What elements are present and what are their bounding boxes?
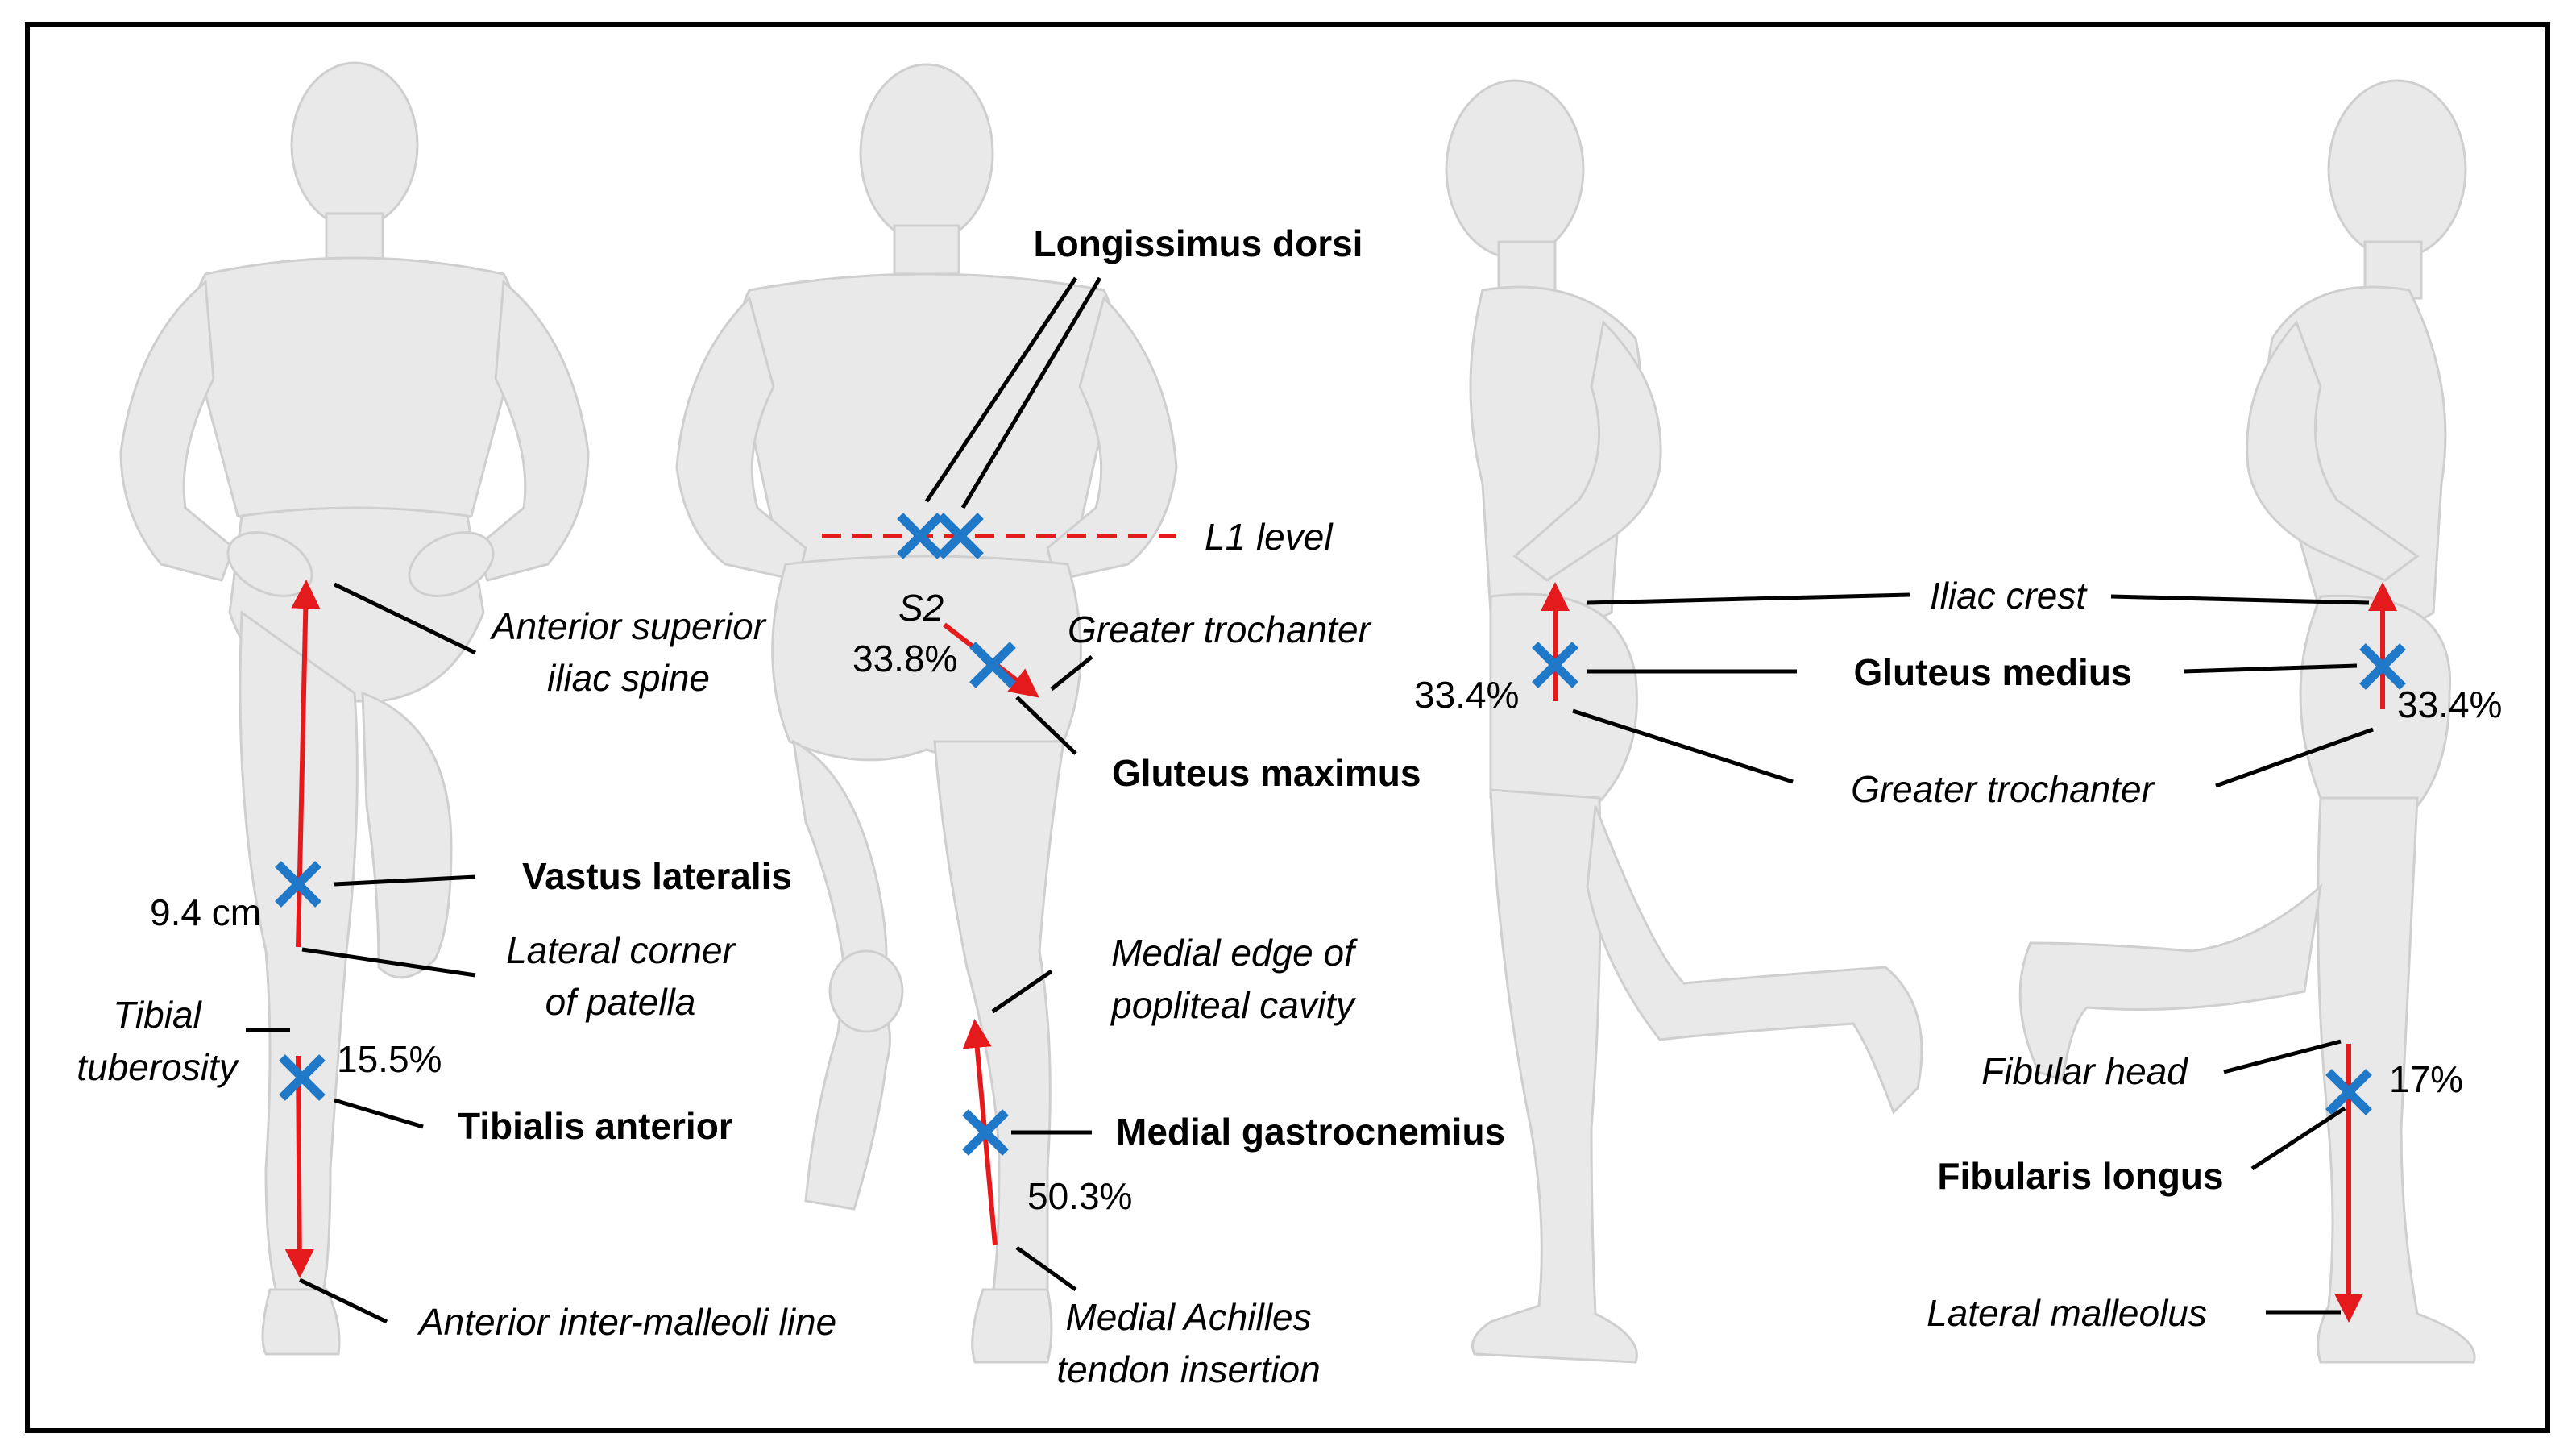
malleoli-leader [298, 1277, 388, 1324]
gmed-right-leader [2183, 663, 2358, 674]
gmed-left-percent-label: 33.4% [1414, 674, 1519, 716]
longissimus-marker-left [897, 513, 944, 559]
fibularis-longus-label: Fibularis longus [1937, 1155, 2223, 1197]
longissimus-marker-right [937, 513, 984, 559]
tibialis-anterior-label: Tibialis anterior [458, 1105, 733, 1147]
figure-side-view-right [2018, 79, 2476, 1364]
figure-back-view [675, 63, 1178, 1364]
vl-distance-label: 9.4 cm [150, 891, 261, 933]
iliac-crest-right-leader [2110, 594, 2370, 605]
ta-measure-arrow [284, 1055, 314, 1278]
vastus-lateralis-label: Vastus lateralis [522, 855, 792, 897]
figure-front-view [119, 61, 590, 1356]
medial-gastrocnemius-marker [962, 1109, 1009, 1156]
achilles-label-line2: tendon insertion [1056, 1348, 1320, 1390]
greater-trochanter-back-label: Greater trochanter [1068, 609, 1372, 650]
gluteus-medius-left-marker [1532, 642, 1578, 688]
gluteus-medius-right-marker [2359, 643, 2406, 690]
iliac-crest-left-leader [1587, 592, 1910, 605]
tibial-tuberosity-label-line1: Tibial [113, 994, 202, 1036]
figure-side-view-left [1445, 79, 1923, 1364]
iliac-crest-label: Iliac crest [1930, 575, 2088, 617]
popliteal-label-line1: Medial edge of [1111, 932, 1358, 974]
asis-label-line1: Anterior superior [489, 605, 767, 647]
popliteal-leader [991, 969, 1053, 1014]
vastus-lateralis-marker [275, 861, 321, 908]
longissimus-label: Longissimus dorsi [1034, 222, 1363, 264]
achilles-leader [1015, 1245, 1077, 1292]
asis-label-line2: iliac spine [547, 657, 710, 699]
greater-trochanter-side-label: Greater trochanter [1851, 768, 2155, 810]
gmed-right-percent-label: 33.4% [2397, 683, 2502, 725]
s2-label: S2 [898, 587, 944, 629]
tibial-tuberosity-label-line2: tuberosity [77, 1046, 239, 1088]
gmax-leader [1015, 696, 1077, 755]
fl-percent-label: 17% [2389, 1058, 2463, 1100]
patella-label-line1: Lateral corner [506, 929, 736, 971]
mg-percent-label: 50.3% [1027, 1175, 1132, 1217]
patella-leader [301, 947, 476, 978]
diagram-frame [25, 22, 2550, 1433]
lateral-malleolus-label: Lateral malleolus [1927, 1292, 2207, 1334]
gt-back-leader [1050, 655, 1093, 691]
fibular-head-label: Fibular head [1981, 1050, 2188, 1092]
medial-gastrocnemius-label: Medial gastrocnemius [1116, 1111, 1505, 1153]
gt-left-leader [1572, 708, 1794, 784]
gm-percent-label: 33.8% [852, 638, 957, 679]
gluteus-maximus-marker [969, 642, 1016, 688]
l1-level-label: L1 level [1205, 516, 1334, 558]
achilles-label-line1: Medial Achilles [1065, 1296, 1311, 1338]
gt-right-leader [2215, 727, 2374, 788]
fibularis-longus-marker [2325, 1069, 2372, 1115]
longissimus-leader-2 [960, 276, 1102, 509]
ta-leader [334, 1098, 424, 1129]
gluteus-maximus-label: Gluteus maximus [1112, 752, 1421, 794]
fibular-head-leader [2223, 1039, 2342, 1074]
patella-label-line2: of patella [545, 981, 696, 1023]
fl-leader [2250, 1106, 2346, 1171]
tibialis-anterior-marker [279, 1054, 326, 1101]
gluteus-medius-label: Gluteus medius [1853, 651, 2131, 693]
ta-percent-label: 15.5% [337, 1038, 442, 1080]
popliteal-label-line2: popliteal cavity [1110, 984, 1357, 1026]
longissimus-leader-1 [924, 276, 1078, 503]
asis-leader [333, 582, 477, 655]
malleoli-label: Anterior inter-malleoli line [417, 1301, 836, 1343]
vl-leader [334, 874, 476, 887]
